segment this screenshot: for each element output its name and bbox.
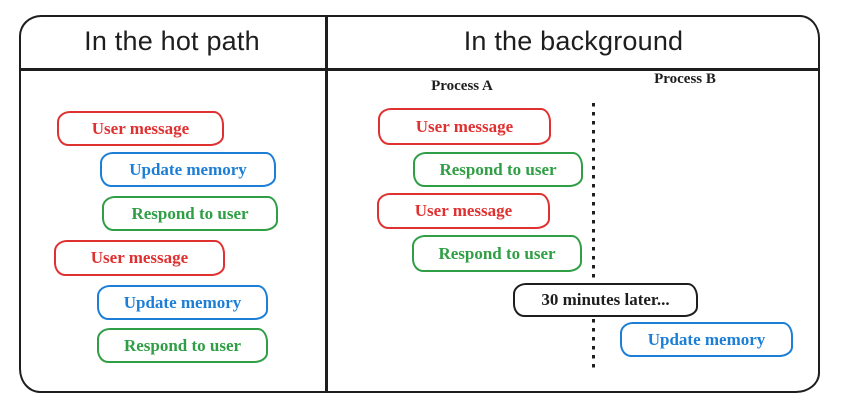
- hot-path-step-user-message-1: User message: [57, 111, 224, 146]
- hot-path-panel-title: In the hot path: [84, 26, 260, 56]
- hot-path-step-update-memory-2: Update memory: [97, 285, 268, 320]
- hot-path-step-user-message-2: User message: [54, 240, 225, 276]
- panel-divider-line: [325, 16, 328, 392]
- interlude-30-minutes-later-box: 30 minutes later...: [513, 283, 698, 317]
- background-step-user-message-2: User message: [377, 193, 550, 229]
- background-step-update-memory: Update memory: [620, 322, 793, 357]
- header-divider-line: [20, 68, 819, 71]
- background-step-respond-to-user-2: Respond to user: [412, 235, 582, 272]
- hot-path-step-update-memory-1: Update memory: [100, 152, 276, 187]
- hot-path-step-respond-to-user-2: Respond to user: [97, 328, 268, 363]
- process-b-label: Process B: [654, 70, 716, 87]
- process-divider-dotted-line: [592, 103, 595, 373]
- hot-path-step-respond-to-user-1: Respond to user: [102, 196, 278, 231]
- background-step-respond-to-user-1: Respond to user: [413, 152, 583, 187]
- background-panel-title: In the background: [463, 26, 684, 56]
- background-step-user-message-1: User message: [378, 108, 551, 145]
- process-a-label: Process A: [431, 77, 493, 94]
